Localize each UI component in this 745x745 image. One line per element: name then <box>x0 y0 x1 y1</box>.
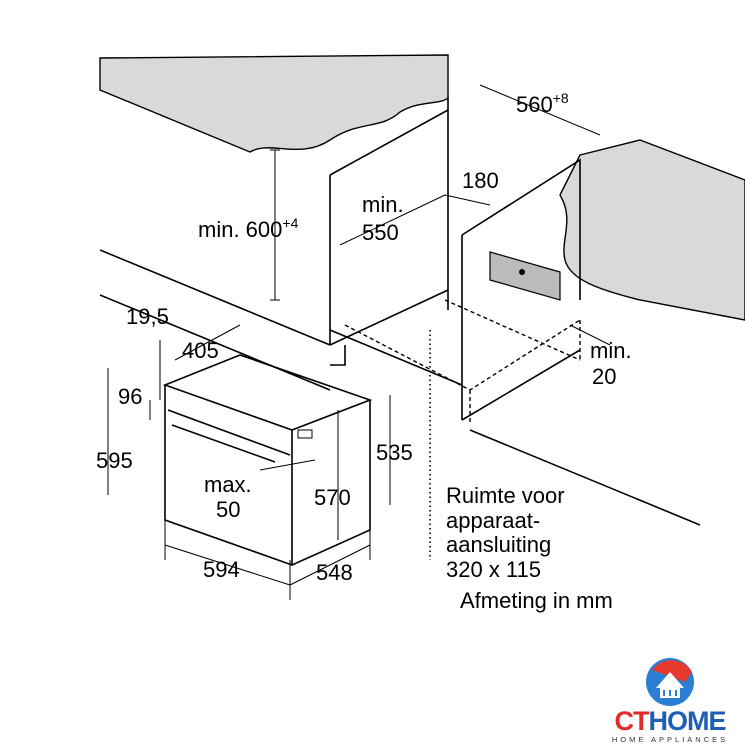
dim-niche-depth: 560+8 <box>516 90 569 117</box>
dim-rear-gap-label: min. <box>590 338 632 363</box>
dim-handle-label: max. <box>204 472 252 497</box>
dim-total-height: 595 <box>96 448 133 473</box>
note-line-2: apparaat- <box>446 508 540 533</box>
oven <box>162 354 373 567</box>
dim-rear-gap-value: 20 <box>592 364 616 389</box>
unit-label: Afmeting in mm <box>460 588 613 613</box>
dim-panel-height: 96 <box>118 384 142 409</box>
logo-brand-home: HOME <box>648 706 727 736</box>
logo-brand-ct: CT <box>614 706 650 736</box>
dim-socket-offset: 180 <box>462 168 499 193</box>
logo-tagline: HOME APPLIANCES <box>611 735 729 744</box>
dim-front-trim: 19,5 <box>126 304 169 329</box>
cthome-logo-icon <box>646 658 694 706</box>
note-line-1: Ruimte voor <box>446 483 565 508</box>
dim-width: 594 <box>203 557 240 582</box>
note-line-4: 320 x 115 <box>446 557 541 582</box>
dim-side-height: 535 <box>376 440 413 465</box>
dim-body-height: 570 <box>314 485 351 510</box>
socket-area <box>489 251 561 301</box>
cabinet-niche <box>99 98 701 560</box>
dim-depth: 548 <box>316 560 353 585</box>
cthome-logo: CTHOME HOME APPLIANCES <box>600 706 740 745</box>
note-line-3: aansluiting <box>446 532 551 557</box>
worktop-left <box>99 54 449 153</box>
dim-handle-value: 50 <box>216 497 240 522</box>
dim-niche-width-value: 550 <box>362 220 399 245</box>
dimension-lines <box>107 84 611 600</box>
worktop-right <box>559 139 745 321</box>
dim-niche-height: min. 600+4 <box>198 215 299 242</box>
dim-niche-width-label: min. <box>362 192 404 217</box>
dim-depth-top: 405 <box>182 338 219 363</box>
